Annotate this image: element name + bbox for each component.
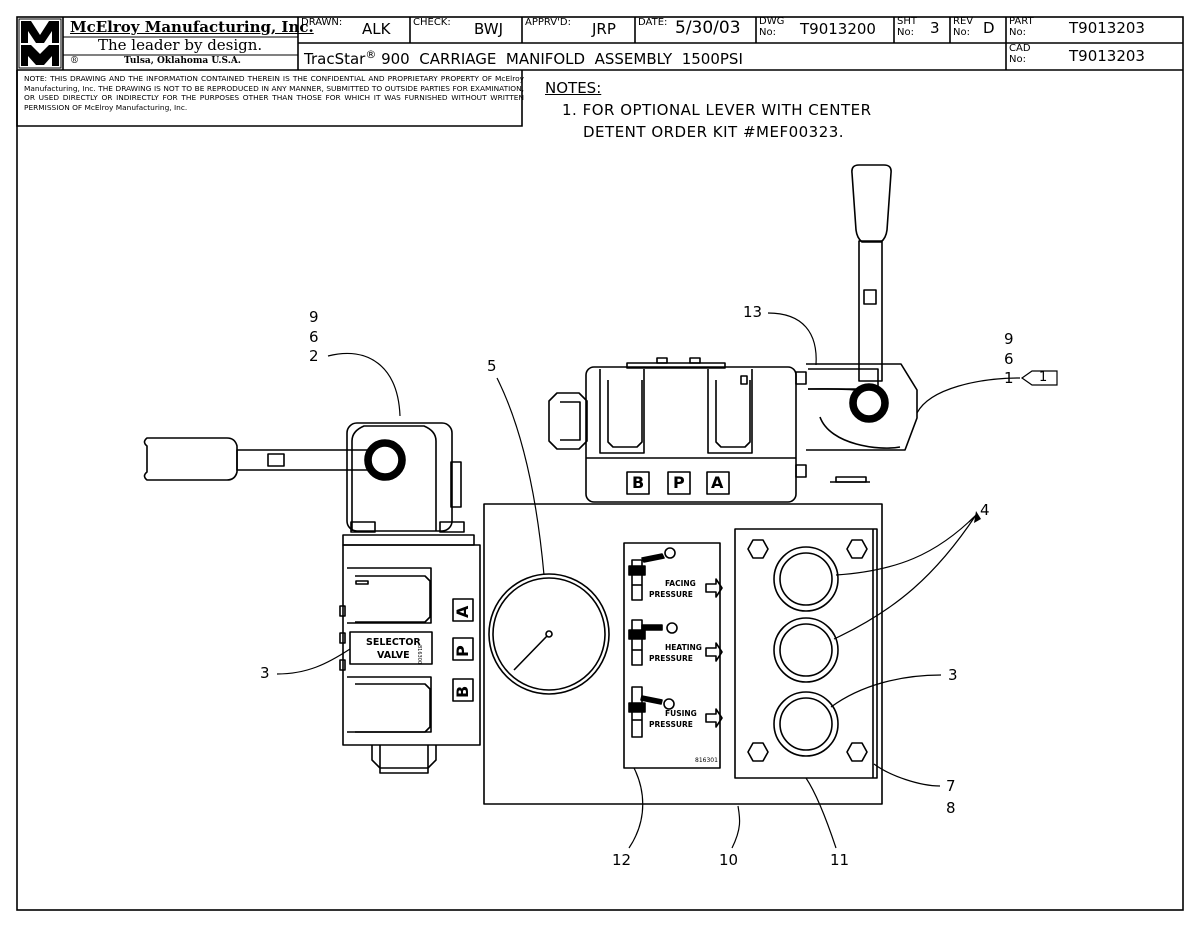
left-lever-arm [236, 449, 378, 471]
gauge-needle [513, 635, 548, 671]
hex-nut [747, 539, 769, 559]
callout-right-6: 6 [1004, 350, 1014, 368]
callout-knobs: 4 [980, 501, 990, 519]
arrow-icon [705, 708, 723, 728]
drawn-value: ALK [362, 20, 391, 38]
callout-manifold: 10 [719, 851, 739, 869]
left-selector-valve [143, 422, 481, 774]
company-location: Tulsa, Oklahoma U.S.A. [124, 56, 241, 66]
callout-nut-8: 8 [946, 799, 956, 817]
dwg-number: T9013200 [800, 20, 876, 38]
left-lever-handle [143, 437, 238, 481]
pressure-plate-part-number: 816301 [695, 757, 718, 764]
selector-valve-plate [349, 631, 433, 665]
check-value: BWJ [474, 20, 504, 38]
heating-label-1: HEATING [665, 643, 702, 652]
title-registered-mark: ® [365, 48, 377, 61]
cad-label-no: No: [1009, 54, 1026, 65]
dwg-label-no: No: [759, 27, 776, 38]
port-letter-p: P [673, 473, 685, 492]
callout-left-2: 2 [309, 347, 319, 365]
callout-nut-7: 7 [946, 777, 956, 795]
note-line-1: 1. FOR OPTIONAL LEVER WITH CENTER [562, 101, 872, 119]
callout-knob-panel: 11 [830, 851, 850, 869]
sheet-border [16, 16, 1184, 911]
selector-text-1: SELECTOR [366, 637, 421, 648]
arrow-icon [705, 642, 723, 662]
callout-left-6: 6 [309, 328, 319, 346]
toggle-valve-icon [628, 619, 678, 666]
knob-panel [734, 528, 878, 779]
part-label: PART [1009, 16, 1034, 27]
cad-number: T9013203 [1069, 47, 1145, 65]
pressure-knob [773, 546, 839, 612]
top-control-valve [548, 164, 918, 503]
rev-label: REV [953, 16, 974, 27]
part-label-no: No: [1009, 27, 1026, 38]
toggle-valve-icon [628, 547, 676, 601]
top-lever-handle [851, 164, 892, 243]
confidential-note: NOTE: THIS DRAWING AND THE INFORMATION C… [24, 74, 524, 112]
rev-value: D [983, 19, 995, 37]
pressure-knob [773, 617, 839, 683]
part-number: T9013203 [1069, 19, 1145, 37]
date-value: 5/30/03 [675, 18, 741, 38]
sheet-label: SHT [897, 16, 917, 27]
callout-right-9: 9 [1004, 330, 1014, 348]
mmi-logo [18, 18, 62, 69]
callout-left-9: 9 [309, 308, 319, 326]
leader-lines [276, 312, 1058, 849]
drawn-label: DRAWN: [301, 17, 343, 28]
date-label: DATE: [638, 17, 668, 28]
callout-gauge: 5 [487, 357, 497, 375]
registered-mark: ® [70, 56, 79, 66]
port-letter-b: B [632, 473, 645, 492]
notes-header: NOTES: [545, 79, 602, 97]
pressure-gauge [488, 573, 610, 695]
rev-label-no: No: [953, 27, 970, 38]
title-rest: 900 CARRIAGE MANIFOLD ASSEMBLY 1500PSI [376, 50, 743, 68]
toggle-valve-icon [628, 686, 675, 738]
drawing-title: TracStar® 900 CARRIAGE MANIFOLD ASSEMBLY… [304, 49, 743, 67]
callout-knob-bottom: 3 [948, 666, 958, 684]
port-letter-p-left: P [453, 645, 472, 657]
callout-lever: 13 [743, 303, 763, 321]
hex-nut [846, 742, 868, 762]
facing-label-2: PRESSURE [649, 590, 693, 599]
callout-right-1: 1 [1004, 369, 1014, 387]
heating-label-2: PRESSURE [649, 654, 693, 663]
hex-nut [846, 539, 868, 559]
pressure-knob [773, 691, 839, 757]
selector-text-2: VALVE [377, 650, 410, 661]
manifold-block [483, 503, 883, 805]
sheet-number: 3 [930, 19, 940, 37]
port-letter-a: A [711, 473, 724, 492]
company-name: McElroy Manufacturing, Inc. [70, 18, 314, 36]
callout-selector: 3 [260, 664, 270, 682]
fusing-label-1: FUSING [665, 709, 697, 718]
top-lever-arm [858, 240, 883, 382]
title-prefix: TracStar [304, 50, 366, 68]
cad-label: CAD [1009, 43, 1031, 54]
sheet-label-no: No: [897, 27, 914, 38]
note-flag [1020, 370, 1058, 386]
fusing-label-2: PRESSURE [649, 720, 693, 729]
approved-label: APPRV'D: [525, 17, 571, 28]
selector-part-number: 816300 [416, 645, 422, 665]
flag-number: 1 [1039, 370, 1048, 385]
hex-nut [747, 742, 769, 762]
arrow-icon [705, 578, 723, 598]
port-letter-a-left: A [453, 605, 472, 618]
facing-label-1: FACING [665, 579, 696, 588]
approved-value: JRP [592, 20, 616, 38]
company-tagline: The leader by design. [98, 36, 263, 54]
callout-plate: 12 [612, 851, 632, 869]
port-letter-b-left: B [453, 685, 472, 698]
check-label: CHECK: [413, 17, 451, 28]
dwg-label: DWG [759, 16, 785, 27]
note-line-2: DETENT ORDER KIT #MEF00323. [583, 123, 845, 141]
